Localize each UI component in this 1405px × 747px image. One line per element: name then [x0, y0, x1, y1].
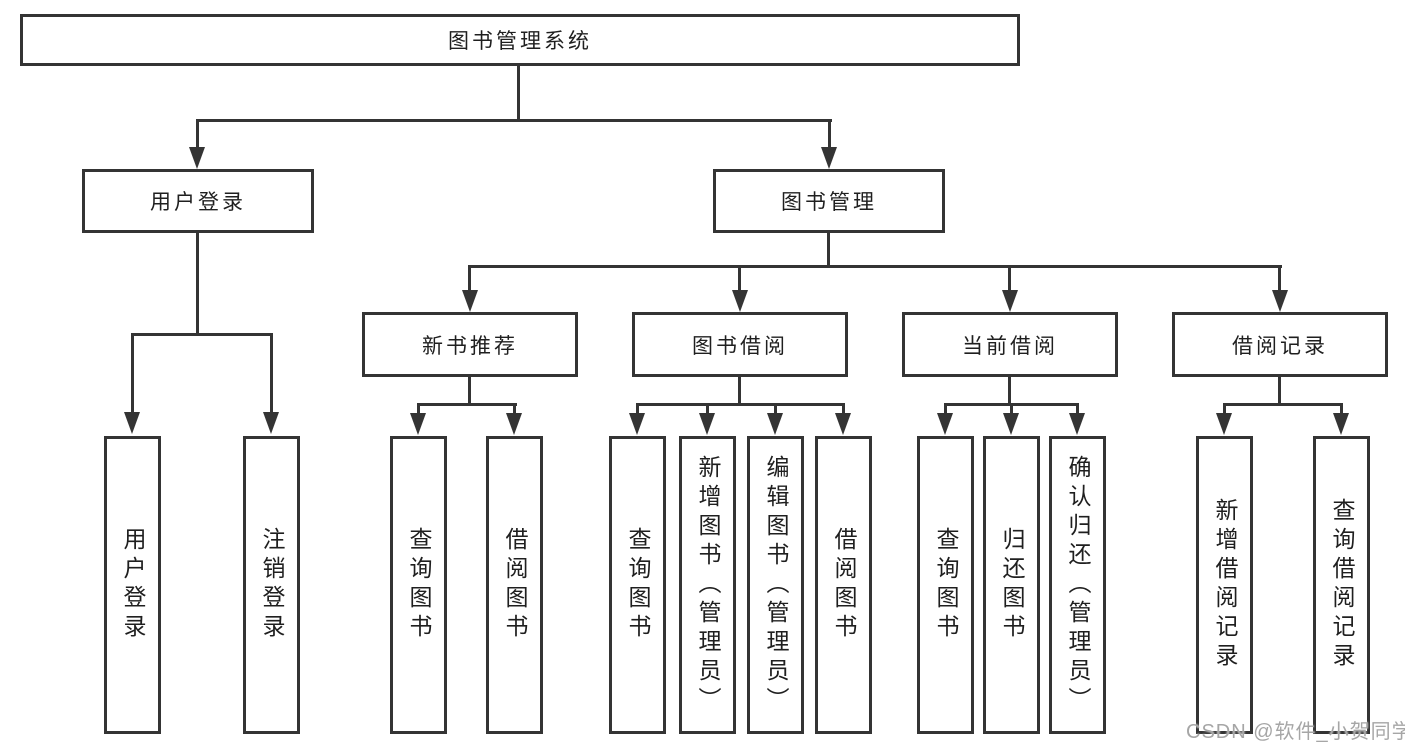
arrow-down-icon	[1216, 413, 1232, 435]
leaf-query-books-recommend: 查询图书	[390, 436, 447, 734]
node-user-login: 用户登录	[82, 169, 314, 233]
leaf-label: 借阅图书	[831, 527, 857, 643]
arrow-down-icon	[821, 147, 837, 169]
leaf-query-books-borrow: 查询图书	[609, 436, 666, 734]
node-library-management-system: 图书管理系统	[20, 14, 1020, 66]
node-book-borrow: 图书借阅	[632, 312, 848, 377]
connector-line	[131, 335, 134, 412]
connector-line	[1223, 405, 1226, 414]
leaf-label: 查询图书	[933, 527, 959, 643]
leaf-label: 借阅图书	[502, 527, 528, 643]
connector-line	[417, 403, 517, 406]
connector-line	[270, 335, 273, 412]
connector-line	[468, 267, 471, 290]
arrow-down-icon	[263, 412, 279, 434]
connector-line	[196, 121, 199, 150]
connector-line	[706, 405, 709, 414]
connector-line	[1076, 405, 1079, 414]
connector-line	[513, 405, 516, 414]
leaf-label: 查询借阅记录	[1329, 498, 1355, 672]
arrow-down-icon	[1002, 290, 1018, 312]
arrow-down-icon	[835, 413, 851, 435]
leaf-edit-books-admin: 编辑图书（管理员）	[747, 436, 804, 734]
connector-line	[1008, 267, 1011, 290]
arrow-down-icon	[629, 413, 645, 435]
node-label: 图书借阅	[692, 334, 788, 358]
connector-line	[636, 405, 639, 414]
arrow-down-icon	[410, 413, 426, 435]
connector-line	[196, 233, 199, 336]
arrow-down-icon	[732, 290, 748, 312]
leaf-confirm-return-admin: 确认归还（管理员）	[1049, 436, 1106, 734]
connector-line	[636, 403, 845, 406]
node-label: 新书推荐	[422, 334, 518, 358]
leaf-label: 注销登录	[259, 527, 285, 643]
arrow-down-icon	[124, 412, 140, 434]
node-book-management: 图书管理	[713, 169, 945, 233]
leaf-logout: 注销登录	[243, 436, 300, 734]
node-new-book-recommend: 新书推荐	[362, 312, 578, 377]
leaf-label: 用户登录	[120, 527, 146, 643]
node-label: 借阅记录	[1232, 334, 1328, 358]
leaf-add-books-admin: 新增图书（管理员）	[679, 436, 736, 734]
connector-line	[738, 267, 741, 290]
connector-line	[1008, 377, 1011, 406]
connector-line	[131, 333, 273, 336]
node-label: 图书管理系统	[448, 30, 592, 53]
connector-line	[468, 265, 1282, 268]
connector-line	[417, 405, 420, 414]
connector-line	[944, 403, 1079, 406]
leaf-label: 编辑图书（管理员）	[763, 454, 789, 716]
connector-line	[842, 405, 845, 414]
leaf-query-borrow-record: 查询借阅记录	[1313, 436, 1370, 734]
connector-line	[1340, 405, 1343, 414]
connector-line	[1278, 267, 1281, 290]
arrow-down-icon	[767, 413, 783, 435]
node-label: 当前借阅	[962, 334, 1058, 358]
leaf-label: 查询图书	[625, 527, 651, 643]
leaf-borrow-books-recommend: 借阅图书	[486, 436, 543, 734]
connector-line	[468, 377, 471, 406]
connector-line	[1278, 377, 1281, 406]
leaf-user-login: 用户登录	[104, 436, 161, 734]
node-borrow-records: 借阅记录	[1172, 312, 1388, 377]
connector-line	[517, 66, 520, 122]
arrow-down-icon	[189, 147, 205, 169]
arrow-down-icon	[699, 413, 715, 435]
node-current-borrow: 当前借阅	[902, 312, 1118, 377]
leaf-label: 新增图书（管理员）	[695, 454, 721, 716]
node-label: 图书管理	[781, 191, 877, 214]
arrow-down-icon	[1003, 413, 1019, 435]
arrow-down-icon	[937, 413, 953, 435]
connector-line	[827, 233, 830, 268]
leaf-label: 新增借阅记录	[1212, 498, 1238, 672]
csdn-watermark: CSDN @软件_小贺同学	[1186, 721, 1405, 743]
arrow-down-icon	[1069, 413, 1085, 435]
leaf-label: 归还图书	[999, 527, 1025, 643]
leaf-label: 确认归还（管理员）	[1065, 454, 1091, 716]
connector-line	[738, 377, 741, 406]
leaf-query-books-current: 查询图书	[917, 436, 974, 734]
arrow-down-icon	[506, 413, 522, 435]
connector-line	[1223, 403, 1343, 406]
leaf-return-books: 归还图书	[983, 436, 1040, 734]
connector-line	[944, 405, 947, 414]
leaf-borrow-books: 借阅图书	[815, 436, 872, 734]
arrow-down-icon	[1272, 290, 1288, 312]
arrow-down-icon	[1333, 413, 1349, 435]
connector-line	[774, 405, 777, 414]
connector-line	[1010, 405, 1013, 414]
connector-line	[828, 121, 831, 150]
node-label: 用户登录	[150, 191, 246, 214]
leaf-add-borrow-record: 新增借阅记录	[1196, 436, 1253, 734]
leaf-label: 查询图书	[406, 527, 432, 643]
arrow-down-icon	[462, 290, 478, 312]
connector-line	[196, 119, 832, 122]
